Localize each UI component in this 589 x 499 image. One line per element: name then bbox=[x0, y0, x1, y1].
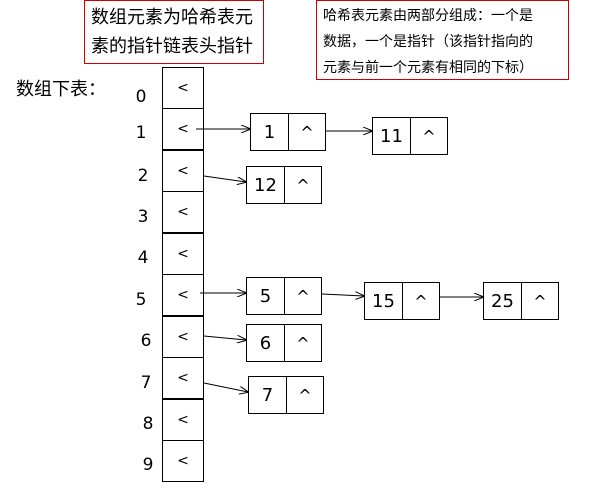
index-6: 6 bbox=[140, 331, 152, 351]
node-15-value: 15 bbox=[364, 282, 403, 320]
array-index-label: 数组下表： bbox=[16, 79, 106, 100]
arrow-bucket-2-to-node-12 bbox=[203, 175, 246, 182]
note-hash-element-line-2: 数据，一个是指针（该指针指向的 bbox=[323, 34, 533, 50]
bucket-2-pointer: < bbox=[177, 163, 189, 179]
index-2: 2 bbox=[137, 166, 149, 186]
node-6-pointer: ^ bbox=[284, 324, 322, 362]
bucket-5-pointer: < bbox=[177, 287, 189, 303]
node-15-pointer: ^ bbox=[402, 282, 440, 320]
arrow-bucket-6-to-node-6 bbox=[203, 336, 246, 340]
node-5-pointer: ^ bbox=[284, 277, 322, 315]
index-5: 5 bbox=[135, 290, 147, 310]
note-array-elements-line-2: 素的指针链表头指针 bbox=[91, 36, 253, 57]
bucket-7-pointer: < bbox=[177, 370, 189, 386]
node-11-value: 11 bbox=[372, 117, 411, 155]
node-25-value: 25 bbox=[483, 282, 522, 320]
note-hash-element-line-1: 哈希表元素由两部分组成：一个是 bbox=[323, 8, 533, 24]
index-1: 1 bbox=[135, 123, 147, 143]
index-9: 9 bbox=[142, 455, 154, 475]
note-array-elements-line-1: 数组元素为哈希表元 bbox=[91, 7, 253, 28]
node-25-pointer: ^ bbox=[521, 282, 559, 320]
bucket-6-pointer: < bbox=[177, 329, 189, 345]
node-1-value: 1 bbox=[250, 113, 289, 151]
bucket-8-pointer: < bbox=[177, 412, 189, 428]
bucket-3-pointer: < bbox=[177, 204, 189, 220]
index-3: 3 bbox=[137, 207, 149, 227]
bucket-0: < bbox=[162, 67, 204, 109]
note-array-elements: 数组元素为哈希表元 素的指针链表头指针 bbox=[84, 0, 264, 64]
bucket-3: < bbox=[162, 191, 204, 233]
bucket-5: < bbox=[162, 274, 204, 316]
note-hash-element: 哈希表元素由两部分组成：一个是 数据，一个是指针（该指针指向的 元素与前一个元素… bbox=[316, 0, 569, 80]
index-7: 7 bbox=[140, 373, 152, 393]
node-5-value: 5 bbox=[246, 277, 285, 315]
bucket-7: < bbox=[162, 357, 204, 399]
node-7-value: 7 bbox=[248, 376, 287, 414]
node-11-pointer: ^ bbox=[410, 117, 448, 155]
node-1-pointer: ^ bbox=[288, 113, 326, 151]
bucket-1-pointer: < bbox=[177, 121, 189, 137]
bucket-6: < bbox=[162, 316, 204, 358]
node-7-pointer: ^ bbox=[286, 376, 324, 414]
bucket-4: < bbox=[162, 233, 204, 275]
index-4: 4 bbox=[137, 248, 149, 268]
index-8: 8 bbox=[142, 414, 154, 434]
node-12-pointer: ^ bbox=[284, 166, 322, 204]
bucket-2: < bbox=[162, 150, 204, 192]
bucket-0-pointer: < bbox=[177, 80, 189, 96]
arrow-bucket-7-to-node-7 bbox=[203, 382, 248, 392]
bucket-9: < bbox=[162, 440, 204, 482]
note-hash-element-line-3: 元素与前一个元素有相同的下标） bbox=[323, 60, 533, 76]
arrow-node-5-to-node-15 bbox=[321, 294, 364, 296]
index-0: 0 bbox=[135, 87, 147, 107]
bucket-9-pointer: < bbox=[177, 453, 189, 469]
bucket-4-pointer: < bbox=[177, 246, 189, 262]
